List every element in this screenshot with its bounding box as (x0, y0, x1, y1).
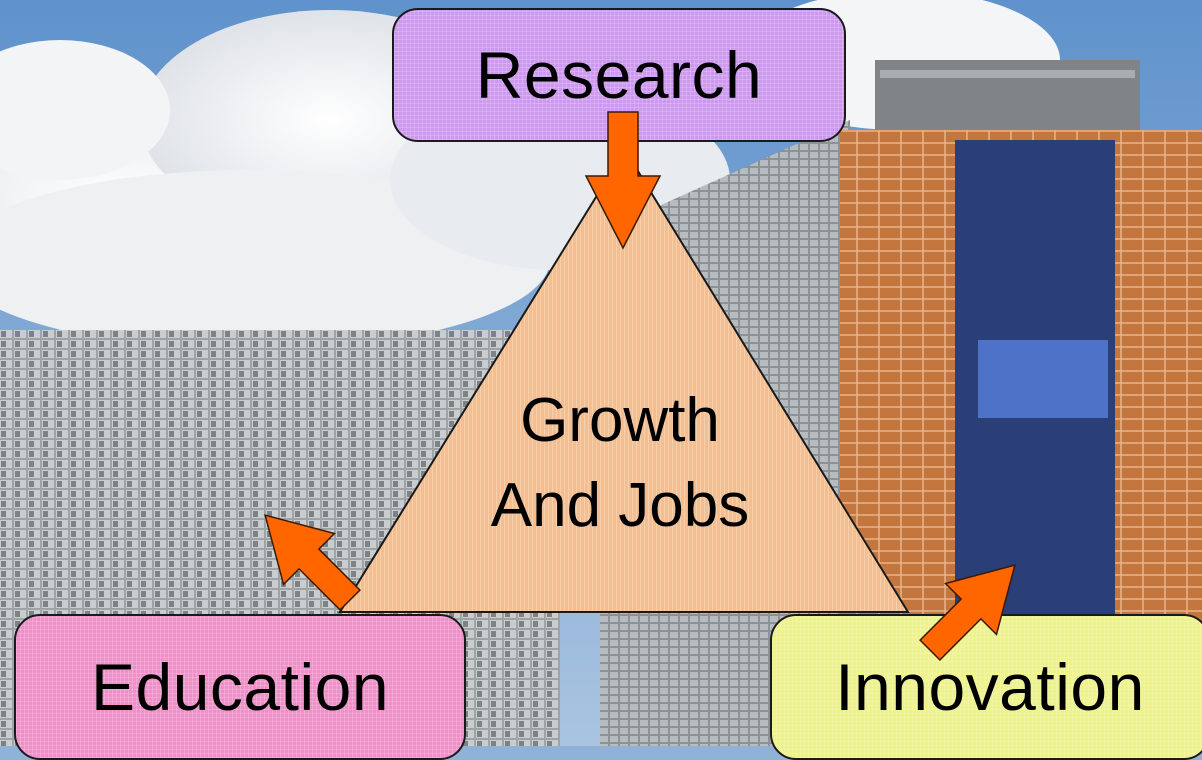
center-label-line1: Growth (520, 386, 720, 455)
growth-triangle (338, 148, 910, 613)
innovation-label: Innovation (835, 650, 1145, 724)
eu-flag-icon (978, 340, 1108, 418)
education-box: Education (14, 614, 466, 760)
arrow-upright-education-icon (264, 514, 361, 611)
education-label: Education (90, 650, 390, 724)
research-label: Research (475, 38, 763, 112)
arrow-upleft-innovation-icon (919, 564, 1016, 661)
arrow-down-research-icon (584, 111, 662, 250)
innovation-box: Innovation (770, 614, 1202, 760)
center-label-line2: And Jobs (490, 471, 750, 540)
